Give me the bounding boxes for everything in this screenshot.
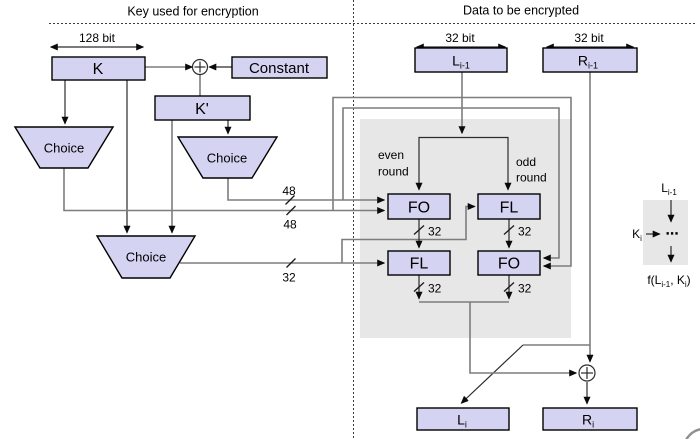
wire-round-out-to-xor [469, 302, 578, 377]
constant-label: Constant [249, 60, 310, 77]
legend-dots: ⋯ [666, 226, 679, 241]
bus-ticks [285, 195, 515, 292]
legend-key-label: Ki [632, 227, 642, 243]
l-in-box [414, 47, 508, 73]
tick-32 [286, 258, 296, 268]
wire-choice-mid-48 [227, 178, 386, 204]
wire-choice-top-48 [63, 168, 386, 215]
fl-odd-label: FL [500, 200, 519, 217]
legend-region [643, 200, 688, 265]
choice-top-label: Choice [44, 141, 84, 156]
xor-data [578, 364, 596, 382]
wire-swap-diagonal [460, 344, 524, 404]
key-wires [49, 43, 572, 270]
bus-label-32bit-left: 32 bit [445, 31, 475, 45]
wire-wrap-outer-48 [332, 96, 572, 270]
l-out-box [416, 407, 510, 431]
l-in-label: Li-1 [452, 53, 470, 71]
fl-even-label: FL [410, 256, 429, 273]
fo-even-box [387, 193, 451, 220]
tick-48-b [286, 205, 296, 216]
legend: Li-1 Ki ⋯ f(Li-1, Ki) [632, 181, 691, 289]
bus-label-128bit: 128 bit [79, 31, 116, 45]
width-48-a: 48 [282, 184, 296, 198]
fo-even-label: FO [408, 200, 430, 217]
k-label: K [93, 61, 104, 78]
constant-box [231, 56, 328, 79]
tick-fo-odd [503, 282, 515, 292]
wire-32-to-fl-odd [341, 202, 476, 263]
r-out-label: Ri [582, 412, 594, 430]
corner-arc-decoration [685, 428, 700, 439]
r-in-label: Ri-1 [578, 53, 598, 71]
k-box [51, 56, 146, 81]
odd-round-label-2: round [516, 171, 547, 185]
fo-odd-box [477, 250, 541, 276]
legend-output-label: f(Li-1, Ki) [647, 273, 690, 289]
bus-label-32bit-right: 32 bit [574, 31, 604, 45]
even-round-label-1: even [378, 148, 404, 162]
xor-key [191, 58, 209, 76]
fl-odd-box [477, 193, 541, 220]
odd-round-label-1: odd [516, 155, 536, 169]
choice-mid-label: Choice [207, 151, 247, 166]
width-fo-even: 32 [428, 225, 442, 239]
even-round-label-2: round [378, 165, 409, 179]
width-fo-odd: 32 [518, 282, 532, 296]
width-32: 32 [282, 271, 296, 285]
choice-mid-trapezoid [176, 136, 279, 179]
choice-bottom-trapezoid [95, 235, 197, 279]
fo-odd-label: FO [498, 256, 520, 273]
choice-bottom-label: Choice [126, 250, 166, 265]
choice-top-trapezoid [13, 126, 115, 169]
section-title-data: Data to be encrypted [463, 4, 579, 18]
r-out-box [542, 407, 638, 431]
k-prime-label: K' [195, 101, 209, 118]
r-in-box [542, 47, 638, 73]
tick-fl-odd [503, 225, 515, 235]
section-title-key: Key used for encryption [127, 5, 258, 19]
tick-fo-even [413, 225, 425, 235]
tick-fl-even [413, 282, 425, 292]
l-out-label: Li [457, 412, 467, 430]
width-fl-odd: 32 [518, 225, 532, 239]
k-prime-box [154, 95, 251, 121]
legend-input-label: Li-1 [661, 181, 677, 197]
fl-even-box [387, 250, 451, 276]
data-wires [415, 43, 635, 405]
wire-wrap-inner-48 [342, 107, 560, 262]
wire-round-split [415, 136, 512, 191]
width-fl-even: 32 [428, 282, 442, 296]
width-48-b: 48 [283, 218, 297, 232]
tick-48-a [285, 195, 295, 205]
